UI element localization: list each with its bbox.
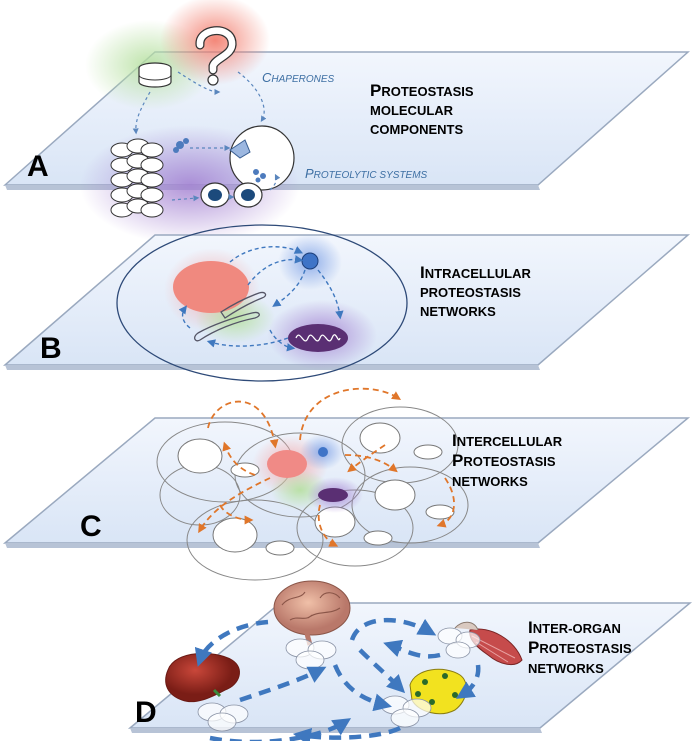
panel-a-title-line1-cap: P: [370, 81, 381, 100]
svg-text:INTRACELLULAR: INTRACELLULAR: [420, 263, 531, 282]
svg-text:PROTEOSTASIS: PROTEOSTASIS: [420, 285, 521, 300]
chaperone-barrel-icon: [138, 62, 172, 88]
mitochondrion: [288, 324, 348, 352]
panel-b-title-line1-cap: I: [420, 263, 425, 282]
panel-c-title-line1-rest: NTERCELLULAR: [457, 434, 563, 449]
panel-letter-a: A: [27, 150, 49, 183]
proteolytic-label-cap: P: [305, 166, 314, 181]
nucleus: [173, 261, 249, 313]
panel-d-title-line2-cap: P: [528, 638, 539, 657]
lysosome-icon: [229, 125, 295, 191]
panel-d: D INTER-ORGAN PROTEOSTASIS NETWORKS: [127, 580, 693, 741]
chaperone-hook-icon: [195, 26, 237, 86]
panel-d-title-line1-cap: I: [528, 618, 533, 637]
panel-b-title-line2: PROTEOSTASIS: [420, 285, 521, 300]
panel-d-title-line3: NETWORKS: [528, 661, 604, 676]
proteasome-icon: [110, 138, 164, 218]
panel-b-arrows: [178, 246, 344, 352]
panel-d-arrows: [194, 617, 481, 741]
panel-d-title-line1-rest: NTER-ORGAN: [533, 621, 621, 636]
panel-a-title-line1-rest: ROTEOSTASIS: [381, 84, 474, 99]
panel-a-title: PROTEOSTASIS MOLECULAR COMPONENTS: [370, 81, 474, 137]
cell-membrane: [116, 224, 408, 382]
panel-a-title-line3: COMPONENTS: [370, 122, 464, 137]
panel-c-title-line2-cap: P: [452, 451, 463, 470]
svg-text:MOLECULAR: MOLECULAR: [370, 103, 454, 118]
panel-letter-b: B: [40, 332, 62, 365]
panel-c-title-line3: NETWORKS: [452, 474, 528, 489]
panel-a: A CHAPERONES PROTEOLYTIC SYSTEMS PROTEOS…: [3, 0, 690, 245]
panel-c-title-line2-rest: ROTEOSTASIS: [463, 454, 556, 469]
panel-c-arrows: [198, 387, 455, 547]
panel-b-title-line1-rest: NTRACELLULAR: [425, 266, 532, 281]
svg-text:PROTEOLYTIC SYSTEMS: PROTEOLYTIC SYSTEMS: [305, 166, 428, 181]
nucleus-highlight: [267, 450, 307, 478]
peroxisome: [301, 252, 319, 270]
panel-c: C INTERCELLULAR PROTEOSTASIS NETWORKS: [2, 387, 691, 581]
autophagosome-icon: [200, 182, 263, 208]
cell-nuclei: [177, 422, 416, 553]
panel-a-arrows: [132, 71, 281, 202]
panel-b: B INTRACELLULAR PROTEOSTASIS NETWORKS: [2, 224, 691, 382]
panel-letter-c: C: [80, 510, 102, 543]
svg-text:PROTEOSTASIS: PROTEOSTASIS: [528, 638, 632, 657]
peroxisome-highlight: [318, 447, 328, 457]
er-golgi-icon: [194, 291, 267, 342]
svg-text:INTER-ORGAN: INTER-ORGAN: [528, 618, 621, 637]
panel-c-title-line1-cap: I: [452, 431, 457, 450]
organ-cell-clusters: [197, 627, 481, 732]
panel-d-title: INTER-ORGAN PROTEOSTASIS NETWORKS: [528, 618, 632, 676]
svg-text:PROTEOSTASIS: PROTEOSTASIS: [370, 81, 474, 100]
misfolded-protein-icon: [173, 138, 189, 153]
svg-text:PROTEOSTASIS: PROTEOSTASIS: [452, 451, 556, 470]
chaperones-label-cap: C: [262, 70, 272, 85]
proteolytic-systems-label: PROTEOLYTIC SYSTEMS: [305, 166, 428, 181]
panel-c-title: INTERCELLULAR PROTEOSTASIS NETWORKS: [452, 431, 563, 489]
chaperones-label-rest: HAPERONES: [271, 74, 334, 85]
svg-text:COMPONENTS: COMPONENTS: [370, 122, 464, 137]
chaperones-label: CHAPERONES: [262, 70, 335, 85]
svg-text:NETWORKS: NETWORKS: [528, 661, 604, 676]
panel-b-title-line3: NETWORKS: [420, 304, 496, 319]
panel-letter-d: D: [135, 696, 157, 729]
proteolytic-label-rest: ROTEOLYTIC SYSTEMS: [314, 170, 428, 181]
panel-b-title: INTRACELLULAR PROTEOSTASIS NETWORKS: [420, 263, 531, 319]
panel-d-title-line2-rest: ROTEOSTASIS: [539, 641, 632, 656]
svg-text:CHAPERONES: CHAPERONES: [262, 70, 335, 85]
mitochondrion-highlight: [318, 488, 348, 502]
svg-text:INTERCELLULAR: INTERCELLULAR: [452, 431, 563, 450]
svg-text:NETWORKS: NETWORKS: [420, 304, 496, 319]
panel-a-title-line2: MOLECULAR: [370, 103, 454, 118]
svg-text:NETWORKS: NETWORKS: [452, 474, 528, 489]
